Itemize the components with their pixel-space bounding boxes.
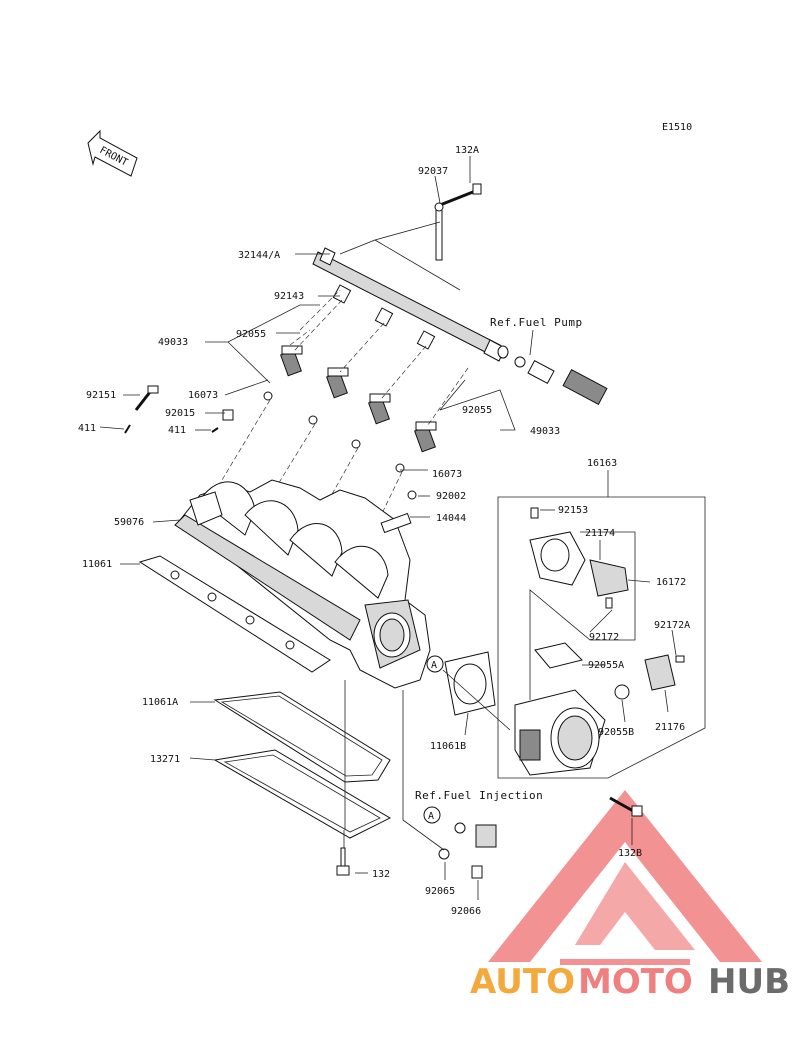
label-21174: 21174 [585,528,615,539]
leader-lines [99,156,677,900]
plate-13271 [213,749,392,839]
fuel-injection-ref-parts [438,822,497,879]
label-92055-top: 92055 [236,329,266,340]
label-16163: 16163 [587,458,617,469]
label-13271: 13271 [150,754,180,765]
label-92151: 92151 [86,390,116,401]
label-49033-top: 49033 [158,337,188,348]
label-92015: 92015 [165,408,195,419]
label-16073-bottom: 16073 [432,469,462,480]
label-49033-right: 49033 [530,426,560,437]
label-11061B: 11061B [430,741,466,752]
injector-2 [308,367,349,425]
label-411-right: 411 [168,425,186,436]
label-92002: 92002 [436,491,466,502]
injector-4 [395,421,437,473]
intake-manifold [174,479,431,689]
throttle-body-group [497,496,706,779]
label-92172A: 92172A [654,620,690,631]
label-92143: 92143 [274,291,304,302]
part-labels: 132A 92037 32144/A 92143 92055 49033 Ref… [78,145,690,917]
watermark-text: AUTO MOTO HUB [470,962,790,1002]
injector-3 [351,393,391,449]
watermark-auto: AUTO [470,962,575,1002]
label-ref-fuel-pump: Ref.Fuel Pump [490,316,583,329]
label-32144A: 32144/A [238,250,280,261]
sensor-14044 [380,490,417,534]
label-92037: 92037 [418,166,448,177]
label-92055B: 92055B [598,727,634,738]
label-411-left: 411 [78,423,96,434]
callout-a-2-label: A [428,811,434,822]
label-92055A: 92055A [588,660,624,671]
gasket-11061 [138,555,331,673]
label-16073-top: 16073 [188,390,218,401]
label-11061A: 11061A [142,697,178,708]
label-132A: 132A [455,145,479,156]
label-59076: 59076 [114,517,144,528]
bolt-132B [609,796,643,817]
label-92172: 92172 [589,632,619,643]
label-14044: 14044 [436,513,466,524]
callout-a-1: A [426,655,444,673]
label-92153: 92153 [558,505,588,516]
label-92065: 92065 [425,886,455,897]
callout-a-1-label: A [431,660,437,671]
front-arrow-icon: FRONT [87,129,138,177]
label-132: 132 [372,869,390,880]
watermark-logo-icon [488,790,762,965]
fuel-injectors [263,345,437,473]
gasket-11061A [213,691,391,783]
callout-a-2: A [423,806,441,824]
watermark-moto: MOTO [578,962,693,1002]
bolt-132 [336,847,350,876]
watermark-hub: HUB [708,962,790,1002]
label-21176: 21176 [655,722,685,733]
diagram-code: E1510 [662,122,692,133]
screws-left [124,385,234,434]
injector-1 [263,345,303,401]
label-ref-fuel-injection: Ref.Fuel Injection [415,789,543,802]
label-11061: 11061 [82,559,112,570]
label-92055-right: 92055 [462,405,492,416]
fuel-rail-assembly [312,183,608,406]
label-16172: 16172 [656,577,686,588]
gasket-11061B [444,651,496,716]
label-132B: 132B [618,848,642,859]
label-92066: 92066 [451,906,481,917]
